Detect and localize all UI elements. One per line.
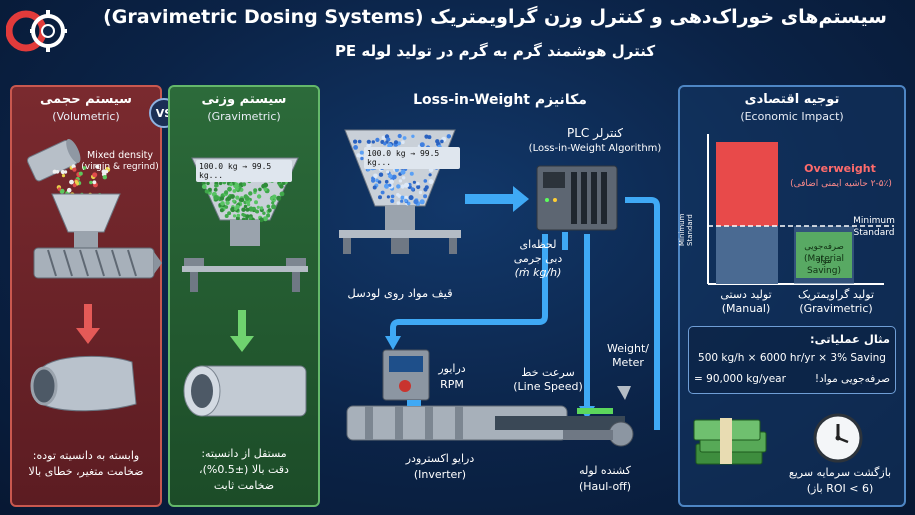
volumetric-footer-line1: وابسته به دانسیته توده: bbox=[32, 449, 140, 462]
gravimetric-illustration bbox=[182, 157, 308, 417]
weight-meter-line1: Weight/ bbox=[606, 342, 650, 355]
volumetric-panel bbox=[10, 85, 162, 507]
min-standard-line2: Standard bbox=[853, 228, 895, 238]
overweight-sub: (۲-۵٪ حاشیه ایمنی اضافی) bbox=[790, 179, 892, 189]
haul-off-line1: کشنده لوله bbox=[579, 464, 631, 477]
extruder-label-line1: درایو اکسترودر bbox=[405, 452, 475, 465]
volumetric-title: سیستم حجمی bbox=[40, 92, 132, 107]
example-line1: 500 kg/h × 6000 hr/yr × 3% Saving bbox=[698, 352, 886, 364]
bar-grav-line2: (Gravimetric) bbox=[799, 302, 873, 315]
economic-title: توجیه اقتصادی bbox=[744, 92, 840, 107]
weight-meter-line2: Meter bbox=[612, 356, 644, 369]
mass-rate-line2: دبی جرمی bbox=[513, 252, 563, 265]
money-stack-icon bbox=[693, 418, 767, 465]
extruder-label-line2: (Inverter) bbox=[413, 468, 467, 481]
mixed-density-label: Mixed density bbox=[87, 150, 153, 161]
liw-title: مکانیزم Loss-in-Weight bbox=[413, 92, 587, 108]
bar-grav-line1: تولید گراویمتریک bbox=[797, 288, 875, 301]
economic-chart bbox=[707, 134, 894, 285]
inverter-label-line1: درایور bbox=[438, 362, 466, 375]
overweight-label: Overweight bbox=[804, 162, 876, 175]
page-title: سیستم‌های خوراک‌دهی و کنترل وزن گراویمتر… bbox=[103, 6, 887, 28]
saving-line1: صرفه‌جویی مواد bbox=[804, 242, 844, 266]
mass-rate-line3: (ṁ kg/h) bbox=[514, 266, 562, 279]
gravimetric-footer-line1: مستقل از دانسیته: bbox=[201, 447, 287, 460]
gravimetric-panel bbox=[168, 85, 320, 507]
logo-gears-icon bbox=[6, 10, 67, 52]
plc-title: کنترلر PLC bbox=[567, 126, 623, 140]
gravimetric-title: سیستم وزنی bbox=[201, 92, 287, 107]
gravimetric-footer-line3: ضخامت ثابت bbox=[213, 479, 275, 492]
econ-y-axis-label: Minimum Standard bbox=[678, 213, 694, 246]
liw-diagram bbox=[339, 129, 660, 447]
gravimetric-footer-line2: دقت بالا (±0.5%)، bbox=[199, 463, 289, 476]
mass-rate-line1: لحظه‌ای bbox=[519, 238, 557, 251]
page-subtitle: کنترل هوشمند گرم به گرم در تولید لوله PE bbox=[334, 42, 656, 60]
economic-subtitle: (Economic Impact) bbox=[740, 110, 844, 123]
example-box bbox=[688, 326, 896, 394]
liw-hopper-readout: 100.0 kg → 99.5 kg... bbox=[364, 147, 460, 169]
min-standard-line1: Minimum bbox=[853, 216, 895, 226]
example-line2: = 90,000 kg/year bbox=[694, 373, 786, 385]
line-speed-line2: (Line Speed) bbox=[513, 380, 583, 393]
inverter-label-line2: RPM bbox=[440, 378, 464, 391]
saving-line3: Saving) bbox=[807, 266, 841, 276]
roi-line2: (ROI < 6 باز) bbox=[806, 482, 874, 495]
saving-line2: (Material bbox=[803, 254, 845, 264]
liw-hopper-label: قیف مواد روی لودسل bbox=[347, 286, 453, 300]
volumetric-illustration bbox=[26, 138, 162, 412]
plc-subtitle: (Loss-in-Weight Algorithm) bbox=[528, 143, 662, 154]
volumetric-subtitle: (Volumetric) bbox=[52, 110, 120, 123]
bar-manual-line2: (Manual) bbox=[721, 302, 771, 315]
bar-manual-line1: تولید دستی bbox=[720, 288, 772, 301]
gravimetric-scale-readout: 100.0 kg → 99.5 kg... bbox=[196, 160, 292, 182]
volumetric-footer-line2: ضخامت متغیر، خطای بالا bbox=[28, 465, 144, 478]
example-line2b: صرفه‌جویی مواد! bbox=[814, 373, 890, 385]
roi-line1: بازگشت سرمایه سریع bbox=[788, 466, 892, 479]
mixed-density-sub: (virgin & regrind) bbox=[81, 162, 159, 172]
example-title: مثال عملیاتی: bbox=[810, 332, 890, 346]
clock-icon bbox=[813, 413, 863, 463]
line-speed-line1: سرعت خط bbox=[521, 366, 575, 379]
gravimetric-subtitle: (Gravimetric) bbox=[207, 110, 281, 123]
haul-off-line2: (Haul-off) bbox=[578, 480, 632, 493]
